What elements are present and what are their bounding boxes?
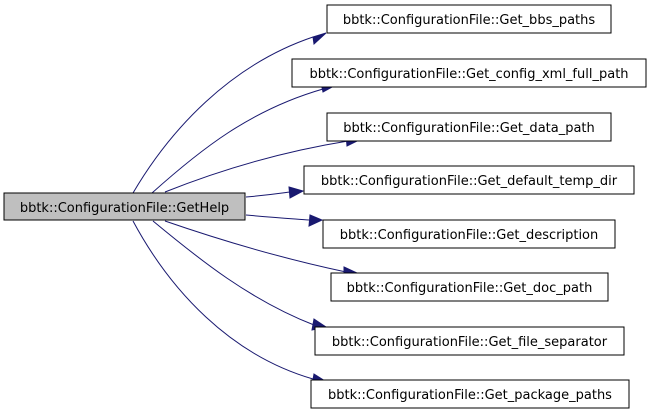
- target-node-box: [310, 379, 630, 409]
- edge-line: [164, 140, 349, 193]
- target-node-label: bbtk::ConfigurationFile::Get_config_xml_…: [309, 67, 628, 82]
- target-node-label: bbtk::ConfigurationFile::Get_package_pat…: [328, 388, 612, 403]
- target-node-box: [314, 326, 625, 356]
- target-node-box: [326, 112, 612, 142]
- target-node-label: bbtk::ConfigurationFile::Get_default_tem…: [321, 174, 618, 189]
- target-node-label: bbtk::ConfigurationFile::Get_bbs_paths: [343, 13, 596, 28]
- target-node-label: bbtk::ConfigurationFile::Get_doc_path: [347, 281, 593, 296]
- target-node-box: [330, 272, 609, 302]
- call-edge: [132, 32, 327, 194]
- target-node-label: bbtk::ConfigurationFile::Get_description: [340, 228, 599, 243]
- target-node[interactable]: bbtk::ConfigurationFile::Get_data_path: [326, 112, 612, 142]
- edge-line: [151, 88, 324, 194]
- target-node-box: [303, 165, 635, 195]
- arrowhead-icon: [288, 186, 305, 199]
- target-node[interactable]: bbtk::ConfigurationFile::Get_file_separa…: [314, 326, 625, 356]
- call-edge: [245, 186, 305, 199]
- target-node-box: [326, 4, 612, 34]
- target-node-label: bbtk::ConfigurationFile::Get_data_path: [343, 121, 595, 136]
- target-node[interactable]: bbtk::ConfigurationFile::Get_config_xml_…: [291, 58, 647, 88]
- target-node-label: bbtk::ConfigurationFile::Get_file_separa…: [332, 335, 608, 350]
- edge-line: [132, 36, 314, 194]
- target-node[interactable]: bbtk::ConfigurationFile::Get_doc_path: [330, 272, 609, 302]
- source-node-label: bbtk::ConfigurationFile::GetHelp: [20, 201, 229, 216]
- arrowhead-icon: [312, 32, 327, 46]
- target-node-box: [291, 58, 647, 88]
- edge-line: [132, 220, 314, 380]
- edge-line: [245, 214, 310, 221]
- target-node[interactable]: bbtk::ConfigurationFile::Get_default_tem…: [303, 165, 635, 195]
- arrowhead-icon: [308, 214, 324, 227]
- call-edge: [245, 214, 324, 227]
- edge-line: [164, 220, 347, 273]
- target-node[interactable]: bbtk::ConfigurationFile::Get_package_pat…: [310, 379, 630, 409]
- edge-line: [152, 220, 315, 326]
- source-node[interactable]: bbtk::ConfigurationFile::GetHelp: [3, 192, 246, 221]
- target-node[interactable]: bbtk::ConfigurationFile::Get_bbs_paths: [326, 4, 612, 34]
- target-node-box: [322, 219, 616, 249]
- call-edge: [152, 220, 328, 331]
- edge-line: [245, 191, 291, 198]
- target-node[interactable]: bbtk::ConfigurationFile::Get_description: [322, 219, 616, 249]
- call-edge: [132, 220, 327, 386]
